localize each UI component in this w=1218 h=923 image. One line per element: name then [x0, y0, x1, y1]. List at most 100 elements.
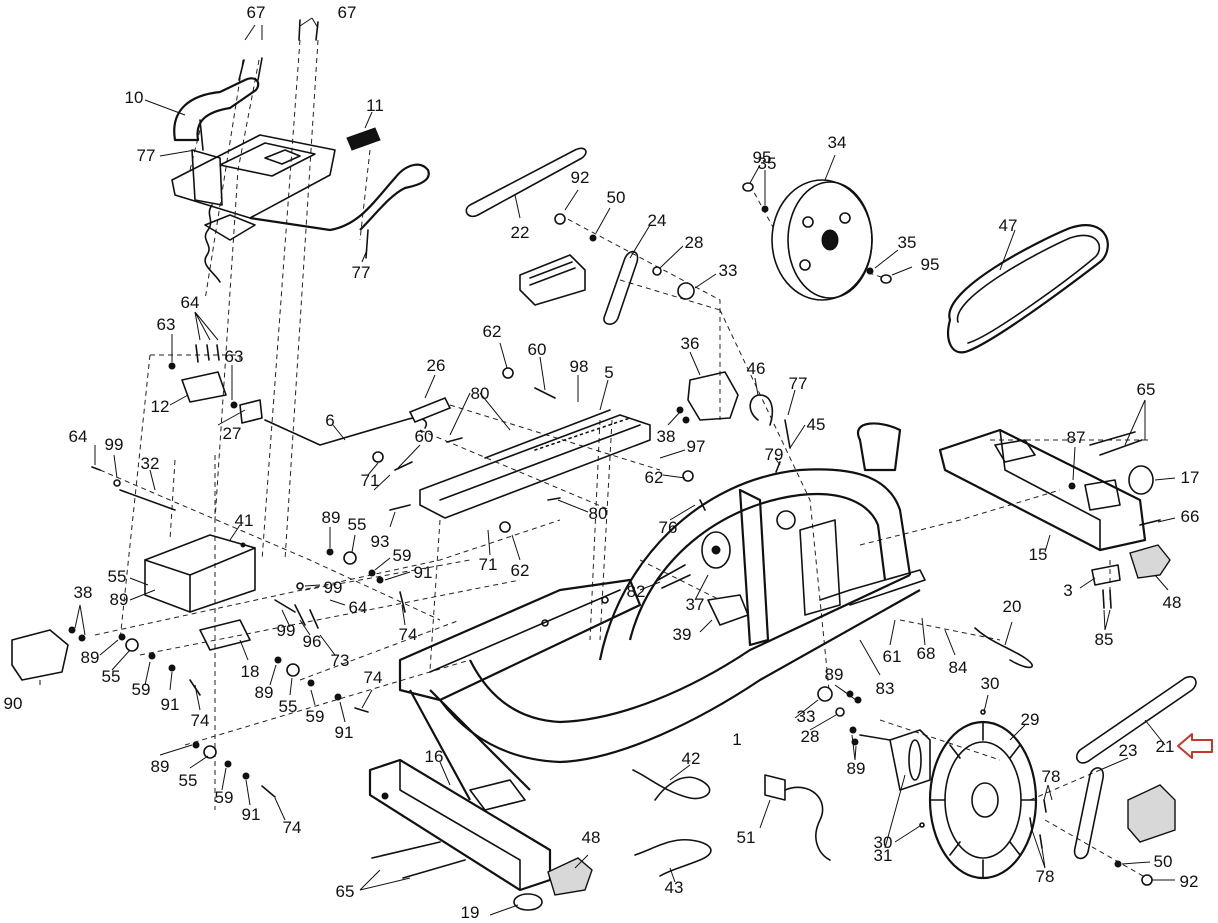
callout-77: 77: [352, 263, 371, 282]
callout-41: 41: [235, 511, 254, 530]
callout-10: 10: [125, 88, 144, 107]
callout-59: 59: [215, 788, 234, 807]
callout-48: 48: [1163, 593, 1182, 612]
callout-62: 62: [645, 468, 664, 487]
callout-55: 55: [348, 515, 367, 534]
callout-3: 3: [1063, 581, 1072, 600]
callout-89: 89: [847, 759, 866, 778]
callout-63: 63: [157, 315, 176, 334]
callout-71: 71: [361, 471, 380, 490]
callout-34: 34: [828, 133, 847, 152]
callout-33: 33: [797, 707, 816, 726]
callout-64: 64: [181, 293, 200, 312]
callout-64: 64: [349, 598, 368, 617]
highlight-pointer: [1177, 733, 1213, 759]
callout-74: 74: [364, 668, 383, 687]
callout-83: 83: [876, 679, 895, 698]
callout-73: 73: [331, 651, 350, 670]
callout-22: 22: [511, 223, 530, 242]
callout-74: 74: [283, 818, 302, 837]
callout-80: 80: [589, 504, 608, 523]
callout-55: 55: [179, 771, 198, 790]
callout-59: 59: [393, 546, 412, 565]
callout-95: 95: [753, 148, 772, 167]
callout-91: 91: [161, 695, 180, 714]
callout-63: 63: [225, 347, 244, 366]
callout-30: 30: [981, 674, 1000, 693]
callout-89: 89: [825, 665, 844, 684]
callout-36: 36: [681, 334, 700, 353]
callout-66: 66: [1181, 507, 1200, 526]
callout-55: 55: [279, 697, 298, 716]
callout-18: 18: [241, 662, 260, 681]
callout-84: 84: [949, 658, 968, 677]
callout-55: 55: [108, 567, 127, 586]
callout-78: 78: [1042, 767, 1061, 786]
callout-16: 16: [425, 747, 444, 766]
callout-51: 51: [737, 828, 756, 847]
callout-6: 6: [325, 411, 334, 430]
callout-76: 76: [659, 518, 678, 537]
callout-89: 89: [110, 590, 129, 609]
pedal-crank-upper: [465, 147, 695, 325]
flywheel-assembly: [817, 686, 1047, 880]
main-frame: [398, 422, 926, 801]
callout-59: 59: [306, 707, 325, 726]
callout-17: 17: [1181, 468, 1200, 487]
callout-48: 48: [582, 828, 601, 847]
callout-78: 78: [1036, 867, 1055, 886]
callout-47: 47: [999, 216, 1018, 235]
callout-24: 24: [648, 211, 667, 230]
callout-74: 74: [191, 711, 210, 730]
callout-65: 65: [336, 882, 355, 901]
callout-31: 31: [874, 846, 893, 865]
callout-32: 32: [141, 454, 160, 473]
callout-98: 98: [570, 357, 589, 376]
callout-64: 64: [69, 427, 88, 446]
callout-59: 59: [132, 680, 151, 699]
handlebar-assembly: [171, 19, 430, 283]
callout-91: 91: [242, 805, 261, 824]
callout-85: 85: [1095, 630, 1114, 649]
front-housing-assembly: [11, 466, 406, 798]
callout-21: 21: [1156, 737, 1175, 756]
wiring-harnesses: [632, 627, 1033, 877]
callout-99: 99: [105, 435, 124, 454]
callout-87: 87: [1067, 428, 1086, 447]
callout-89: 89: [81, 648, 100, 667]
callout-23: 23: [1119, 741, 1138, 760]
callout-89: 89: [255, 683, 274, 702]
callout-43: 43: [665, 878, 684, 897]
console-bracket: [168, 344, 263, 424]
callout-67: 67: [247, 3, 266, 22]
callout-89: 89: [151, 757, 170, 776]
callout-96: 96: [303, 632, 322, 651]
callout-60: 60: [415, 427, 434, 446]
callout-30: 30: [874, 833, 893, 852]
callout-12: 12: [151, 397, 170, 416]
callout-29: 29: [1021, 710, 1040, 729]
callout-91: 91: [414, 563, 433, 582]
callout-46: 46: [747, 359, 766, 378]
callout-28: 28: [685, 233, 704, 252]
callout-99: 99: [324, 578, 343, 597]
callout-62: 62: [511, 561, 530, 580]
front-stabilizer: [368, 758, 593, 911]
callout-77: 77: [789, 374, 808, 393]
callout-28: 28: [801, 727, 820, 746]
callout-60: 60: [528, 340, 547, 359]
callout-38: 38: [657, 427, 676, 446]
callout-97: 97: [687, 437, 706, 456]
callout-74: 74: [399, 625, 418, 644]
callout-91: 91: [335, 723, 354, 742]
callout-93: 93: [371, 532, 390, 551]
callout-65: 65: [1137, 380, 1156, 399]
callout-42: 42: [682, 749, 701, 768]
callout-92: 92: [571, 168, 590, 187]
callout-62: 62: [483, 322, 502, 341]
assembly-guide-lines: [94, 39, 1151, 881]
callout-38: 38: [74, 583, 93, 602]
